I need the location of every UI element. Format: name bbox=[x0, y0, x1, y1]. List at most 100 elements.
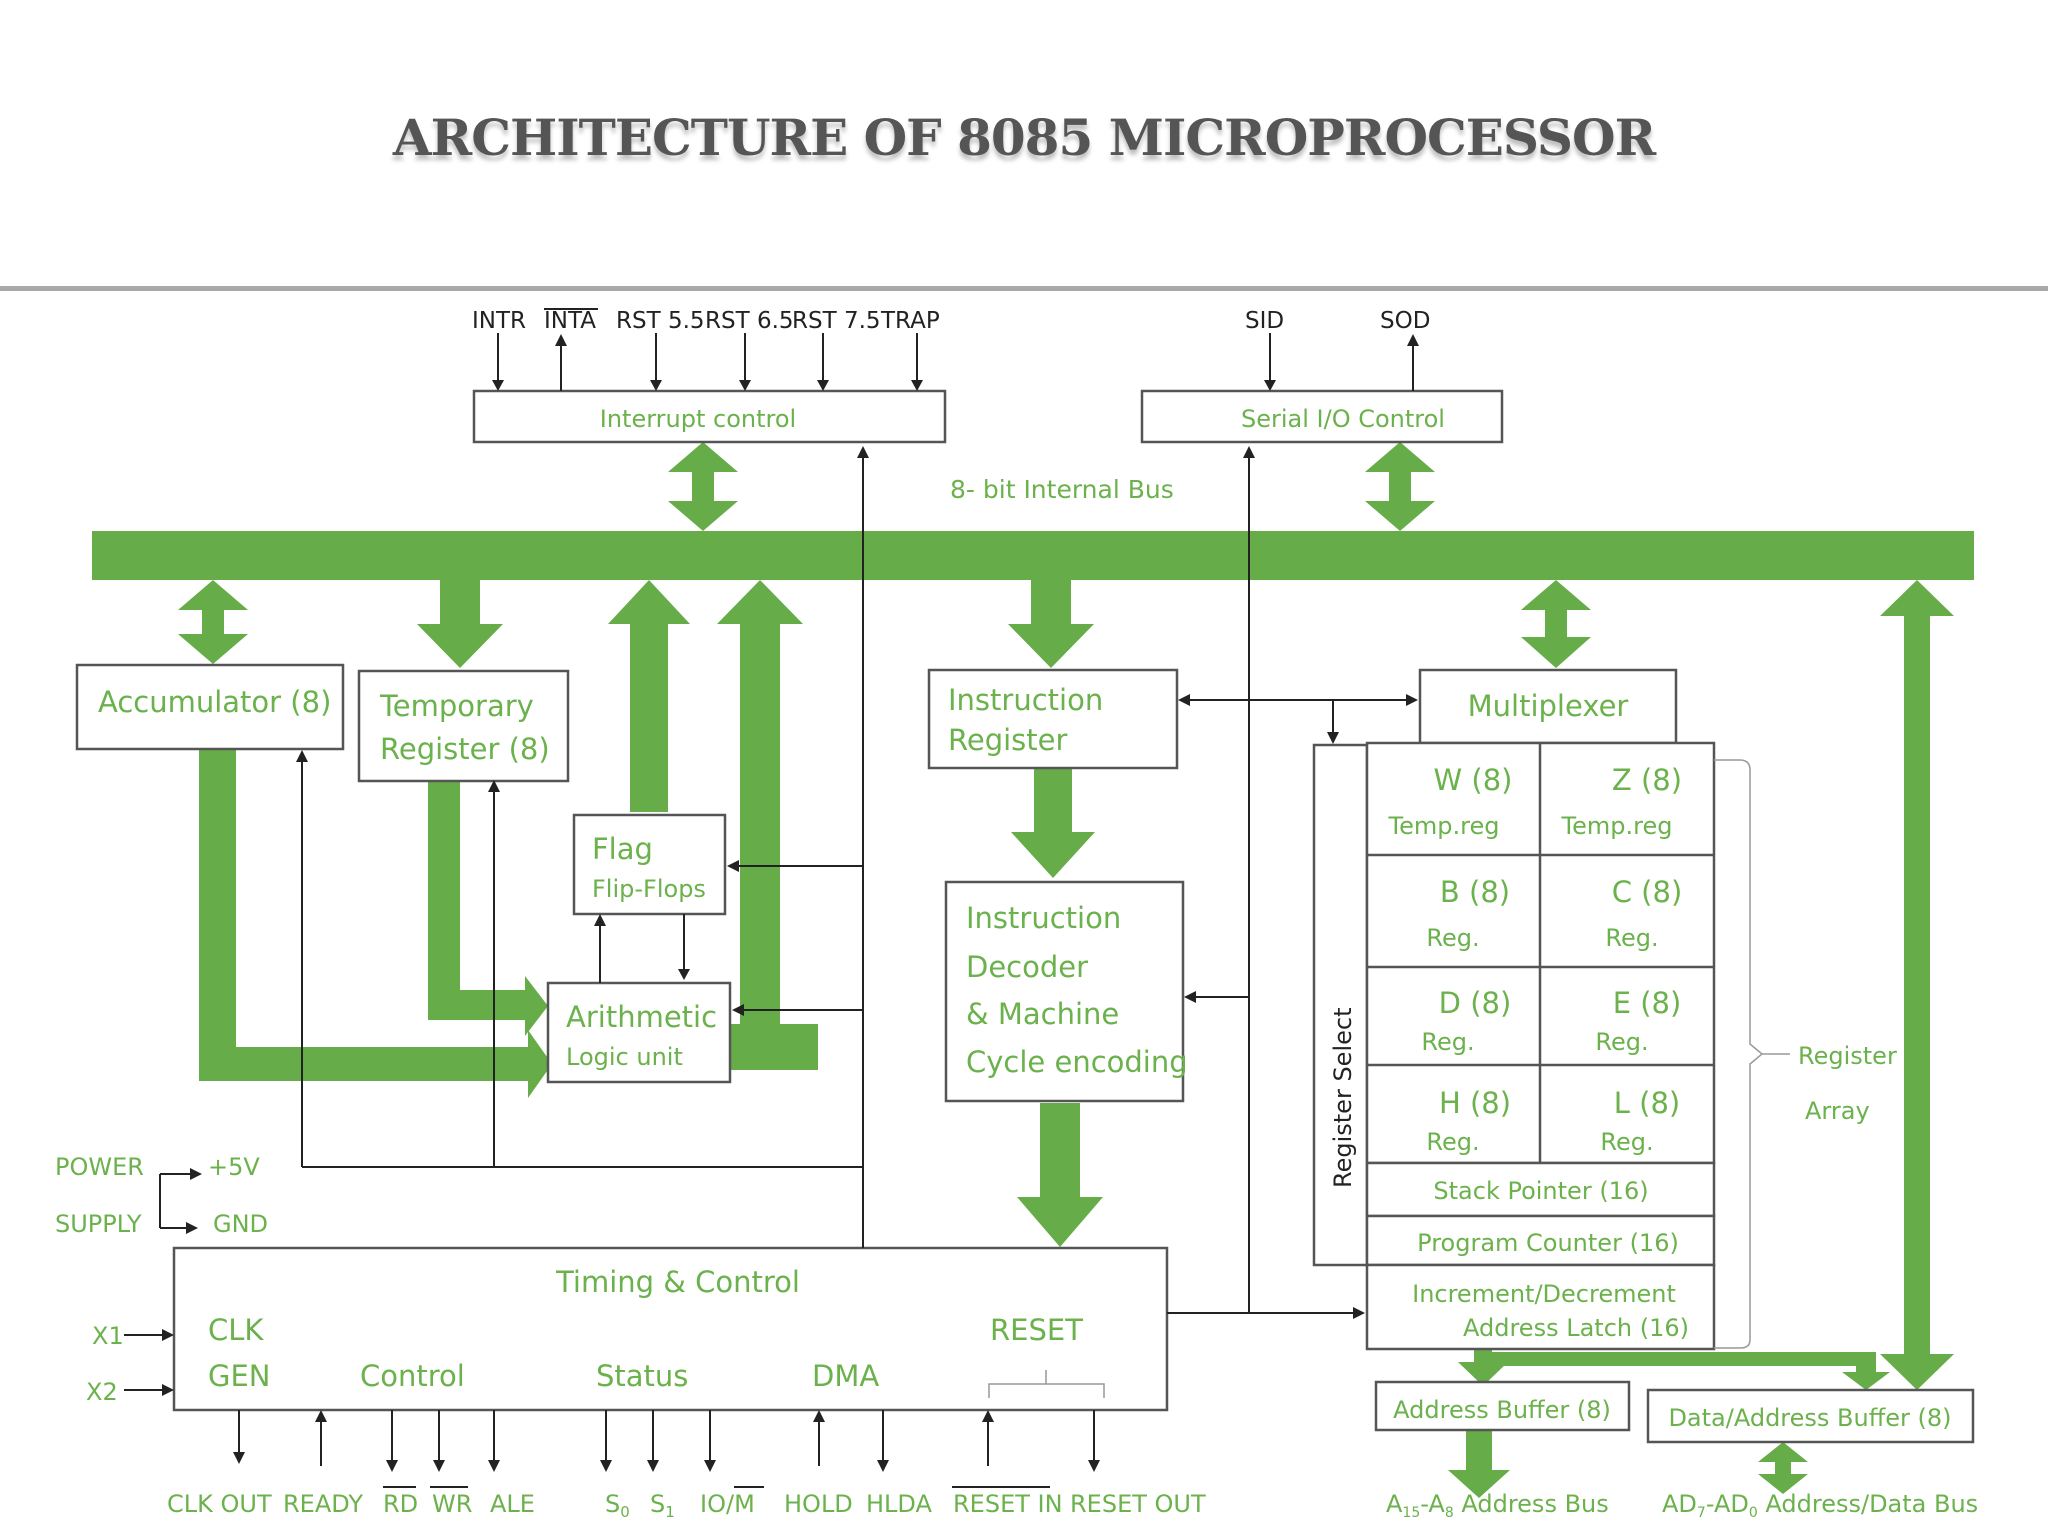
decoder-label-1: Instruction bbox=[966, 901, 1121, 935]
register-select-label: Register Select bbox=[1329, 1008, 1357, 1188]
multiplexer-bus-arrow bbox=[1521, 580, 1591, 668]
pin-s1: S1 bbox=[650, 1490, 675, 1521]
alu-label-1: Arithmetic bbox=[566, 1000, 717, 1034]
ir-bus-arrow bbox=[1008, 580, 1094, 668]
reg-h-sub: Reg. bbox=[1426, 1128, 1479, 1156]
flag-label-2: Flip-Flops bbox=[592, 875, 706, 903]
inc-dec-label-1: Increment/Decrement bbox=[1412, 1280, 1676, 1308]
ir-label-2: Register bbox=[948, 723, 1067, 757]
flag-label-1: Flag bbox=[592, 832, 653, 866]
pin-rst55: RST 5.5 bbox=[616, 308, 705, 334]
pin-trap: TRAP bbox=[880, 308, 940, 334]
pin-inta: INTA bbox=[544, 308, 596, 334]
pin-reset-in: RESET IN bbox=[953, 1490, 1063, 1518]
reg-l-sub: Reg. bbox=[1600, 1128, 1653, 1156]
dma-section-label: DMA bbox=[812, 1359, 879, 1393]
interrupt-bus-arrow bbox=[668, 442, 738, 531]
page-title: ARCHITECTURE OF 8085 MICROPROCESSOR bbox=[392, 108, 1656, 167]
reg-w-sub: Temp.reg bbox=[1388, 812, 1500, 840]
accumulator-box bbox=[75, 663, 345, 751]
temp-register-bus-arrow bbox=[417, 580, 503, 668]
serial-io-box bbox=[1140, 389, 1504, 444]
accumulator-alu-path bbox=[199, 749, 552, 1098]
reg-d-sub: Reg. bbox=[1421, 1028, 1474, 1056]
pin-ale: ALE bbox=[490, 1490, 535, 1518]
address-bus-label: A15-A8 Address Bus bbox=[1386, 1490, 1609, 1521]
program-counter-box bbox=[1365, 1214, 1716, 1267]
alu-bus-arrow bbox=[717, 580, 803, 1070]
multiplexer-box bbox=[1418, 668, 1678, 745]
alu-label-2: Logic unit bbox=[566, 1043, 683, 1071]
serial-io-label: Serial I/O Control bbox=[1241, 405, 1445, 433]
pin-io-m: IO/M bbox=[700, 1490, 755, 1518]
address-buffer-label: Address Buffer (8) bbox=[1393, 1396, 1611, 1424]
temp-register-box bbox=[357, 669, 570, 783]
program-counter-label: Program Counter (16) bbox=[1417, 1229, 1679, 1257]
pin-rst65: RST 6.5 bbox=[705, 308, 794, 334]
reg-e-name: E (8) bbox=[1613, 986, 1682, 1020]
inc-dec-label-2: Address Latch (16) bbox=[1463, 1314, 1689, 1342]
reset-section-label: RESET bbox=[990, 1313, 1083, 1347]
pin-hlda: HLDA bbox=[866, 1490, 932, 1518]
address-bus-arrow bbox=[1448, 1430, 1510, 1498]
control-section-label: Control bbox=[360, 1359, 465, 1393]
flag-box bbox=[572, 813, 727, 916]
register-array-label-1: Register bbox=[1798, 1042, 1897, 1070]
data-bus-arrow bbox=[1758, 1442, 1808, 1494]
register-select-box bbox=[1312, 743, 1369, 1267]
reg-l-name: L (8) bbox=[1614, 1086, 1680, 1120]
control-lines bbox=[124, 308, 1790, 1488]
timing-control-title: Timing & Control bbox=[555, 1265, 800, 1299]
reg-e-sub: Reg. bbox=[1595, 1028, 1648, 1056]
gen-label: GEN bbox=[208, 1359, 271, 1393]
x2-label: X2 bbox=[86, 1378, 118, 1406]
accumulator-bus-arrow bbox=[178, 580, 248, 664]
decoder-label-2: Decoder bbox=[966, 950, 1088, 984]
interrupt-control-box bbox=[472, 389, 947, 444]
pin-ready: READY bbox=[283, 1490, 363, 1518]
data-address-buffer-label: Data/Address Buffer (8) bbox=[1668, 1404, 1951, 1432]
pin-wr: WR bbox=[432, 1490, 472, 1518]
reg-w-name: W (8) bbox=[1434, 763, 1513, 797]
inc-dec-latch-box bbox=[1365, 1263, 1716, 1351]
latch-address-buffer-path bbox=[1458, 1348, 1508, 1386]
temp-register-label-1: Temporary bbox=[379, 689, 534, 723]
address-buffer-box bbox=[1374, 1380, 1631, 1432]
pin-clk-out: CLK OUT bbox=[167, 1490, 272, 1518]
reg-b-sub: Reg. bbox=[1426, 924, 1479, 952]
pin-intr: INTR bbox=[472, 308, 526, 334]
data-buffer-bus-arrow bbox=[1880, 580, 1954, 1390]
status-section-label: Status bbox=[596, 1359, 688, 1393]
power-label: POWER bbox=[55, 1153, 144, 1181]
pin-rd: RD bbox=[383, 1490, 418, 1518]
data-bus-label: AD7-AD0 Address/Data Bus bbox=[1662, 1490, 1978, 1521]
reg-c-sub: Reg. bbox=[1605, 924, 1658, 952]
pin-reset-out: RESET OUT bbox=[1070, 1490, 1206, 1518]
labels: INTR INTA RST 5.5 RST 6.5 RST 7.5 TRAP S… bbox=[55, 308, 1978, 1521]
latch-data-buffer-path bbox=[1483, 1352, 1890, 1390]
reg-c-name: C (8) bbox=[1612, 875, 1683, 909]
internal-bus bbox=[92, 531, 1974, 580]
decoder-label-3: & Machine bbox=[966, 997, 1119, 1031]
decoder-label-4: Cycle encoding bbox=[966, 1045, 1188, 1079]
serial-bus-arrow bbox=[1365, 442, 1435, 531]
stack-pointer-label: Stack Pointer (16) bbox=[1433, 1177, 1648, 1205]
pin-sod: SOD bbox=[1380, 308, 1430, 334]
pin-hold: HOLD bbox=[784, 1490, 853, 1518]
alu-box bbox=[546, 981, 732, 1084]
stack-pointer-box bbox=[1365, 1161, 1716, 1218]
blocks bbox=[75, 389, 1975, 1444]
reg-d-name: D (8) bbox=[1439, 986, 1512, 1020]
green-buses bbox=[92, 442, 1974, 1498]
decoder-timing-arrow bbox=[1017, 1103, 1103, 1247]
gnd-label: GND bbox=[213, 1210, 268, 1238]
alu-output-path bbox=[730, 1024, 818, 1070]
temp-alu-path bbox=[428, 776, 548, 1036]
register-array-label-2: Array bbox=[1805, 1097, 1870, 1125]
data-address-buffer-box bbox=[1646, 1388, 1975, 1444]
flag-bus-arrow bbox=[608, 580, 690, 812]
clk-label: CLK bbox=[208, 1313, 264, 1347]
ir-decoder-arrow bbox=[1011, 768, 1095, 878]
reg-h-name: H (8) bbox=[1439, 1086, 1511, 1120]
decoder-box bbox=[944, 880, 1185, 1103]
